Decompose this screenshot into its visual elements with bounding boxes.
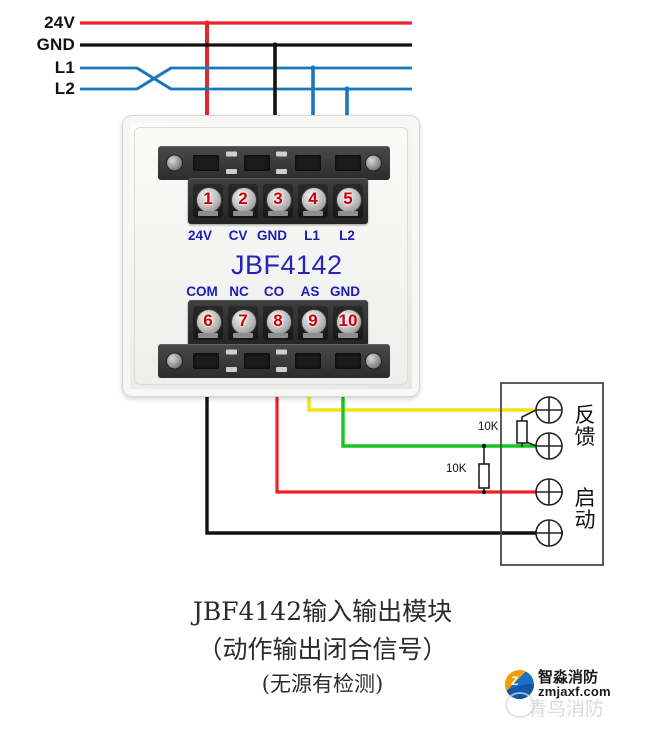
terminal-label-24v: 24V [187, 228, 213, 243]
resistor-top-label: 10K [478, 421, 499, 433]
bus-line-l2 [80, 66, 412, 91]
junction-dot-l1 [310, 65, 316, 71]
crossing-dot-24v-l1 [204, 65, 210, 71]
watermark-circle-icon [505, 692, 535, 718]
terminal-screw-4[interactable]: 4 [298, 184, 328, 218]
terminal-screw-6[interactable]: 6 [193, 306, 223, 340]
wire-com-black [205, 345, 563, 535]
device-group-label-start: 启动 [574, 486, 596, 533]
caption-line-3: (无源有检测) [261, 672, 384, 696]
watermark-text: 青鸟消防 [528, 698, 605, 720]
terminal-screw-10[interactable]: 10 [333, 306, 363, 340]
junction-dot-l2 [344, 86, 350, 92]
terminal-label-l1: L1 [304, 228, 320, 243]
terminal-screw-3[interactable]: 3 [263, 184, 293, 218]
module-model-name: JBF4142 [231, 250, 343, 280]
caption-line-1: JBF4142输入输出模块 [192, 597, 453, 626]
device-group-label-feedback: 反馈 [574, 403, 596, 450]
resistor-bottom-body [478, 463, 490, 489]
terminal-label-cv: CV [228, 228, 248, 243]
terminal-screw-1[interactable]: 1 [193, 184, 223, 218]
crossing-dot-24v-gnd [204, 42, 210, 48]
resistor-bottom-label: 10K [446, 463, 467, 475]
terminal-screw-7[interactable]: 7 [228, 306, 258, 340]
lower-mounting-rail [158, 344, 390, 378]
terminal-label-as: AS [300, 284, 320, 299]
bus-label-l2: L2 [54, 79, 75, 98]
device-terminal-feedback-2 [535, 432, 563, 460]
device-terminal-start-2 [535, 519, 563, 547]
junction-dot-24v [204, 20, 210, 26]
logo-brand-name: 智淼消防 [538, 668, 599, 686]
resistor-bottom-tap-green [481, 443, 487, 449]
terminal-label-gnd-lower: GND [330, 284, 360, 299]
upper-mounting-rail [158, 146, 390, 180]
bus-label-24v: 24V [44, 13, 75, 32]
terminal-label-gnd-upper: GND [257, 228, 287, 243]
terminal-screw-5[interactable]: 5 [333, 184, 363, 218]
logo-website-url: zmjaxf.com [538, 684, 611, 699]
device-terminal-start-1 [535, 478, 563, 506]
resistor-bottom-tap-red [481, 489, 487, 495]
junction-dot-gnd [272, 42, 278, 48]
terminal-label-com: COM [186, 284, 218, 299]
lower-terminal-block: 6 7 8 9 10 [188, 300, 368, 346]
terminal-screw-2[interactable]: 2 [228, 184, 258, 218]
terminal-label-nc: NC [229, 284, 249, 299]
bus-crossover-diamond [136, 66, 172, 91]
bus-label-l1: L1 [54, 58, 75, 77]
device-terminal-feedback-1 [535, 396, 563, 424]
terminal-label-co: CO [263, 284, 285, 299]
resistor-top-body [516, 420, 528, 444]
upper-terminal-block: 1 2 3 4 5 [188, 178, 368, 224]
caption-line-2: （动作输出闭合信号） [197, 635, 448, 664]
bus-label-gnd: GND [36, 35, 75, 54]
crossing-dot-l1-l2 [310, 86, 316, 92]
crossing-dot-24v-l2 [204, 86, 210, 92]
terminal-screw-8[interactable]: 8 [263, 306, 293, 340]
device-enclosure-box [500, 382, 604, 566]
bus-line-l1 [80, 66, 412, 91]
terminal-screw-9[interactable]: 9 [298, 306, 328, 340]
terminal-label-l2: L2 [339, 228, 355, 243]
